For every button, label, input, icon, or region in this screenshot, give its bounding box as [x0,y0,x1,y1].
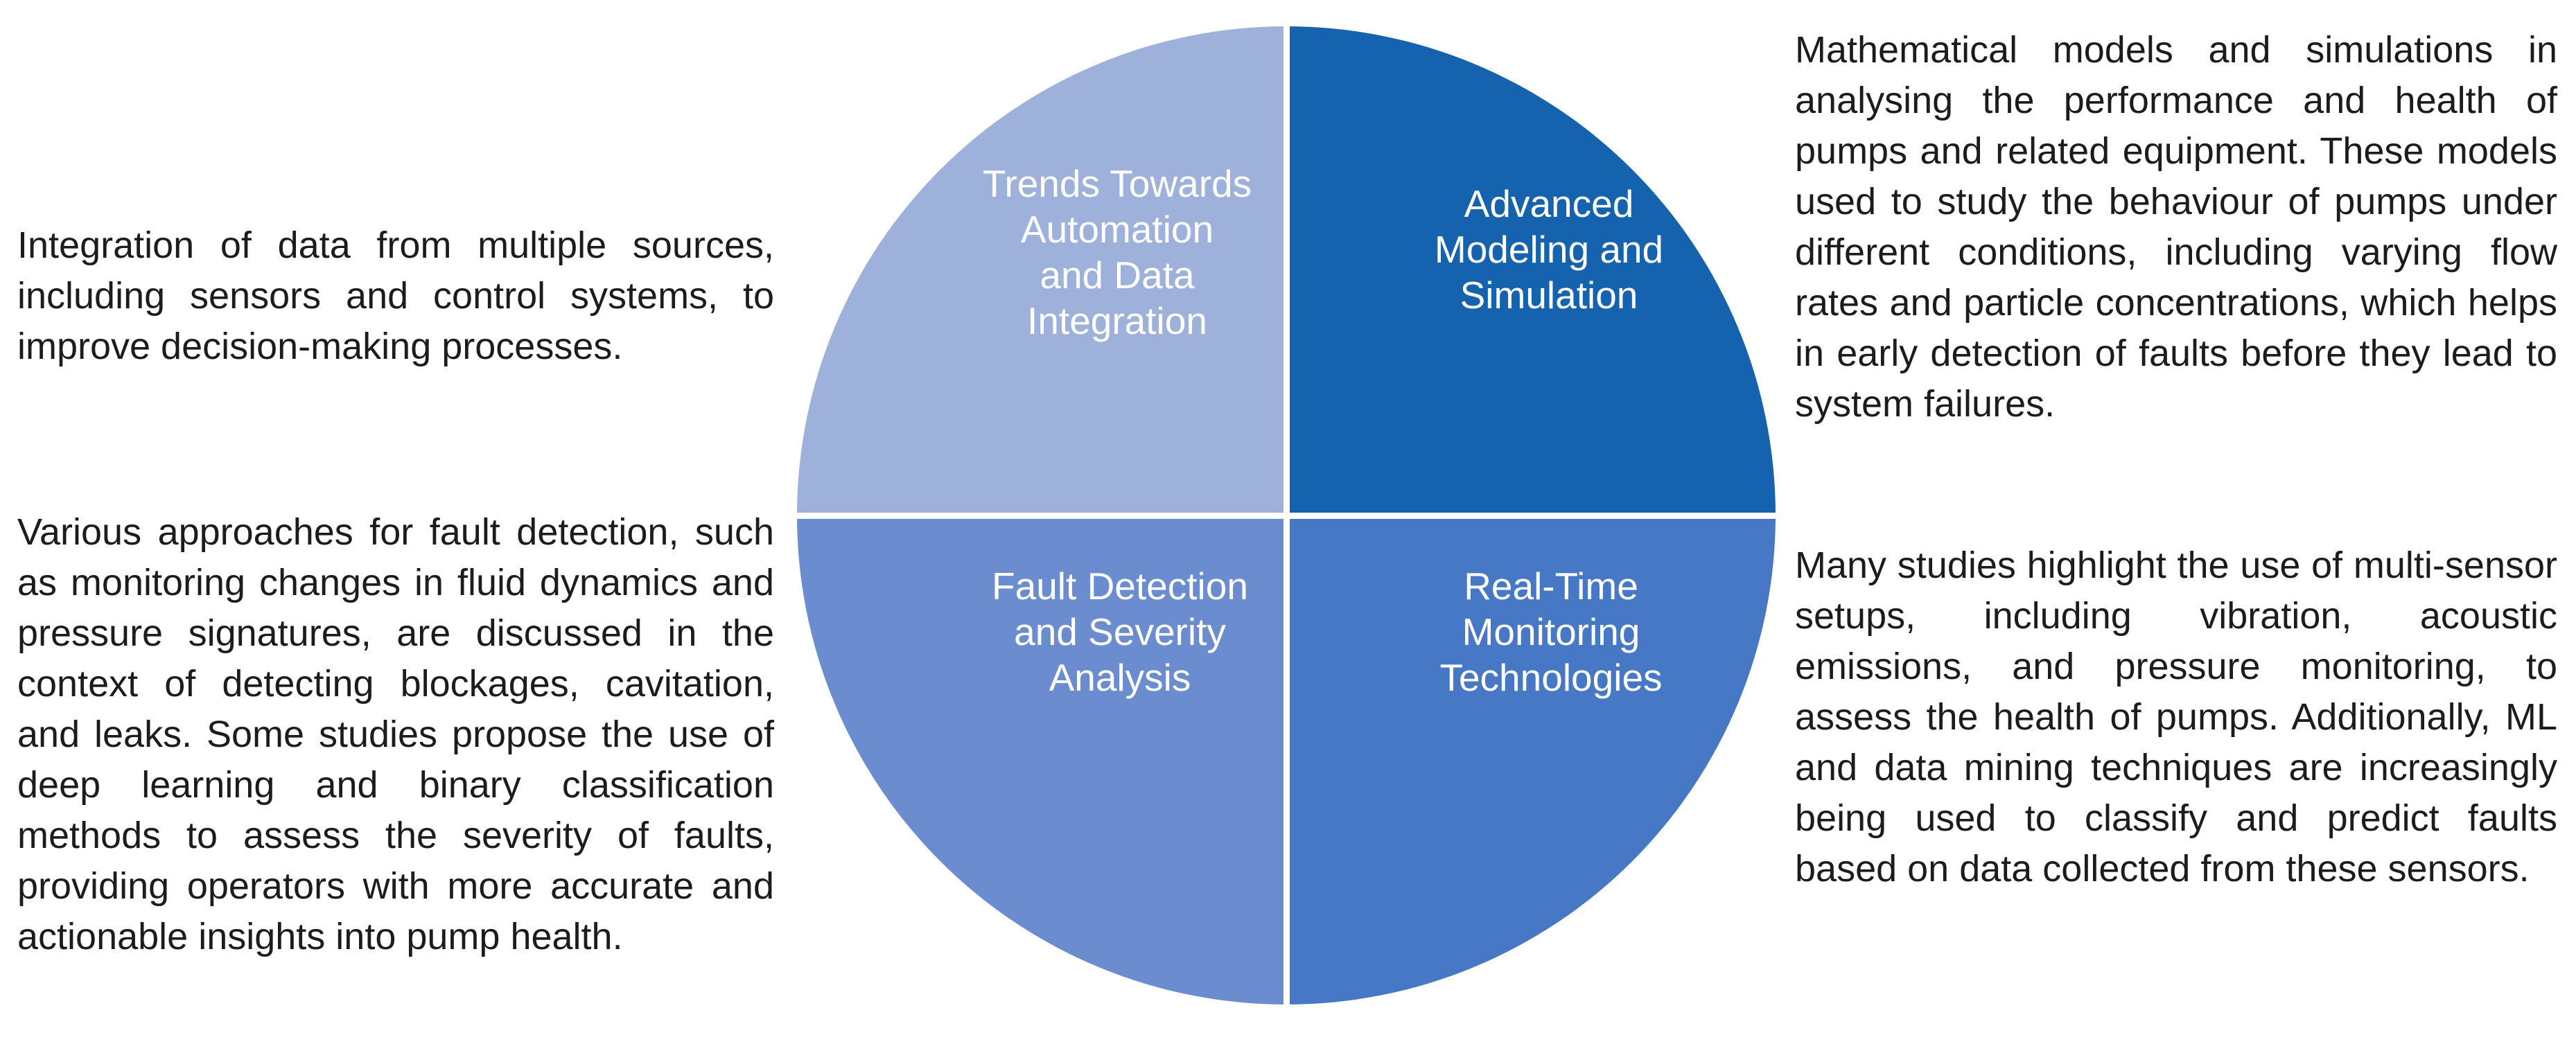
annotation-bottom-right: Many studies highlight the use of multi-… [1795,545,2557,890]
quadrant-label-bottom-left: Fault Detection and Severity Analysis [992,565,1248,699]
quadrant-circle [797,26,1776,1005]
quadrant-label-top-left: Trends Towards Automation and Data Integ… [982,162,1252,342]
annotation-top-left: Integration of data from multiple source… [17,224,774,367]
quadrant-label-top-right: Advanced Modeling and Simulation [1434,182,1664,317]
quadrant-label-bottom-right: Real-Time Monitoring Technologies [1439,565,1663,699]
annotation-bottom-left: Various approaches for fault detection, … [17,511,774,957]
annotation-top-right: Mathematical models and simulations in a… [1795,29,2557,425]
